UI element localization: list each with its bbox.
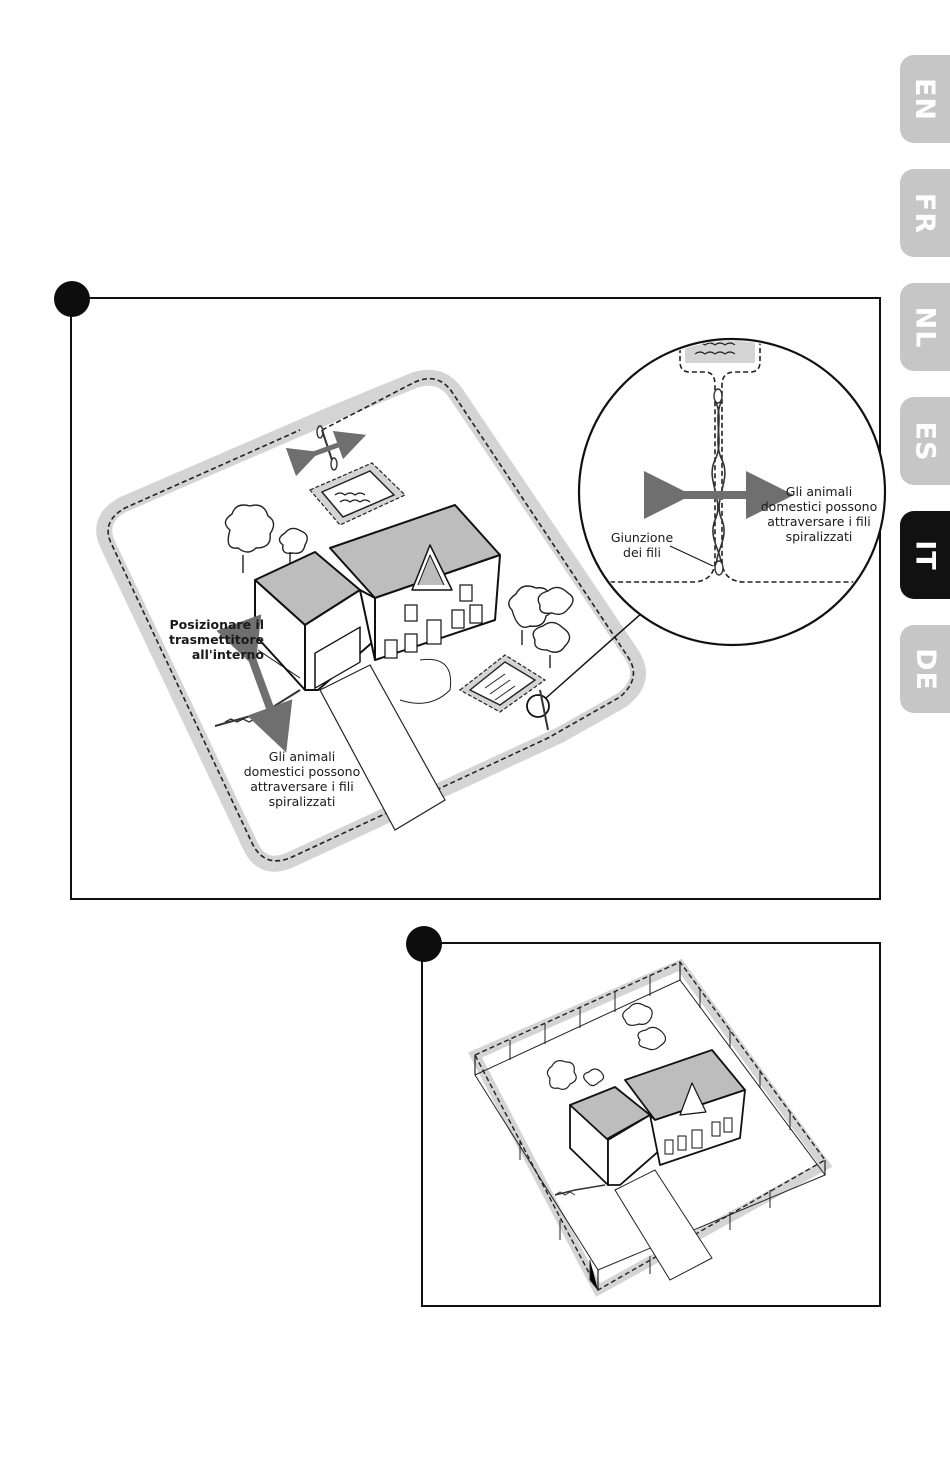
transmitter-label-line: Posizionare il <box>160 617 264 632</box>
splice-label-line: Giunzione <box>603 530 681 545</box>
zoom-pets-cross-label: Gli animali domestici possono attraversa… <box>754 484 884 544</box>
pets-cross-label-line: Gli animali <box>236 749 368 764</box>
pets-cross-label: Gli animali domestici possono attraversa… <box>236 749 368 809</box>
garden-bed <box>460 655 545 712</box>
splice-label: Giunzione dei fili <box>603 530 681 560</box>
zoom-pets-cross-label-line: domestici possono <box>754 499 884 514</box>
pets-cross-label-line: spiralizzati <box>236 794 368 809</box>
transmitter-label-line: all'interno <box>160 647 264 662</box>
tree-right <box>509 586 573 668</box>
pets-cross-label-line: domestici possono <box>236 764 368 779</box>
zoom-pets-cross-label-line: attraversare i fili <box>754 514 884 529</box>
zoom-pets-cross-label-line: spiralizzati <box>754 529 884 544</box>
transmitter-label-line: trasmettitore <box>160 632 264 647</box>
pond <box>310 463 405 525</box>
zoom-pets-cross-label-line: Gli animali <box>754 484 884 499</box>
pets-cross-label-line: attraversare i fili <box>236 779 368 794</box>
transmitter-label: Posizionare il trasmettitore all'interno <box>160 617 264 662</box>
splice-label-line: dei fili <box>603 545 681 560</box>
figure-2-illustration <box>475 962 825 1290</box>
